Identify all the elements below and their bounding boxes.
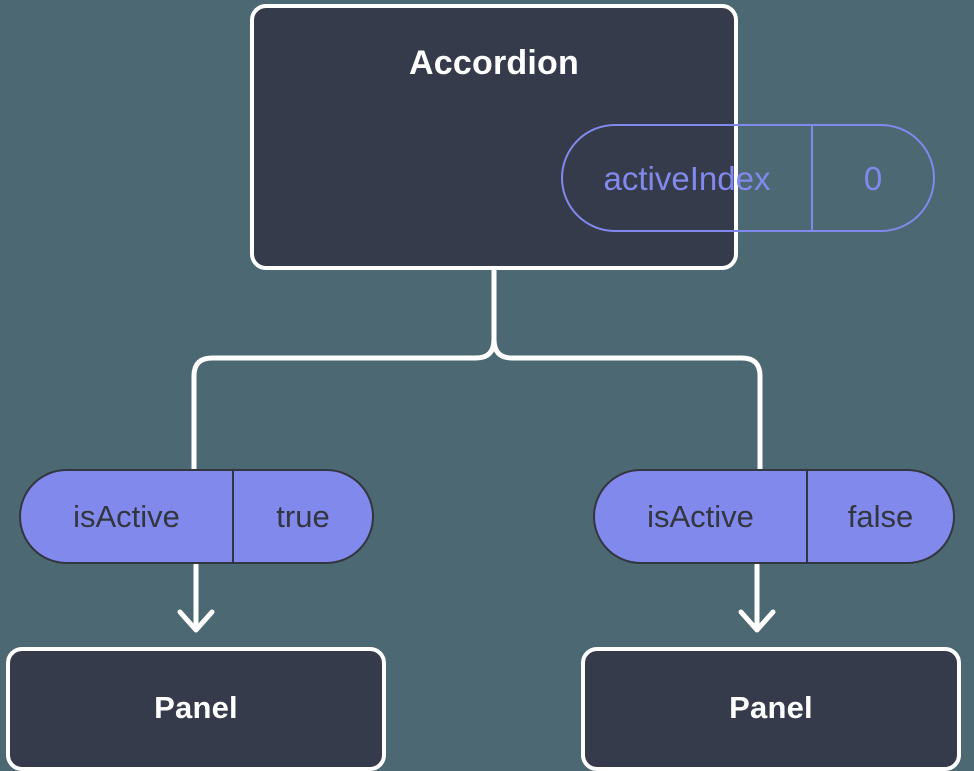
prop-pill-left-value: true bbox=[276, 499, 330, 534]
active-index-state-badge[interactable]: activeIndex 0 bbox=[561, 124, 935, 232]
panel-card-right[interactable]: Panel bbox=[581, 647, 961, 771]
prop-pill-is-active-true[interactable]: isActive true bbox=[19, 469, 374, 564]
prop-pill-right-key: isActive bbox=[595, 471, 808, 562]
panel-right-title: Panel bbox=[729, 689, 813, 725]
prop-pill-left-key: isActive bbox=[21, 471, 234, 562]
prop-pill-right-value: false bbox=[847, 499, 914, 534]
accordion-component-card[interactable]: Accordion activeIndex 0 bbox=[250, 4, 935, 270]
active-index-value: 0 bbox=[863, 159, 883, 197]
prop-pill-is-active-false[interactable]: isActive false bbox=[593, 469, 955, 564]
accordion-title: Accordion bbox=[409, 44, 579, 82]
panel-card-left[interactable]: Panel bbox=[6, 647, 386, 771]
panel-left-title: Panel bbox=[154, 689, 238, 725]
arrow-right-head bbox=[738, 609, 776, 633]
connector-trunk-and-split bbox=[191, 267, 763, 473]
arrow-left-head bbox=[177, 609, 215, 633]
active-index-key: activeIndex bbox=[563, 126, 813, 230]
